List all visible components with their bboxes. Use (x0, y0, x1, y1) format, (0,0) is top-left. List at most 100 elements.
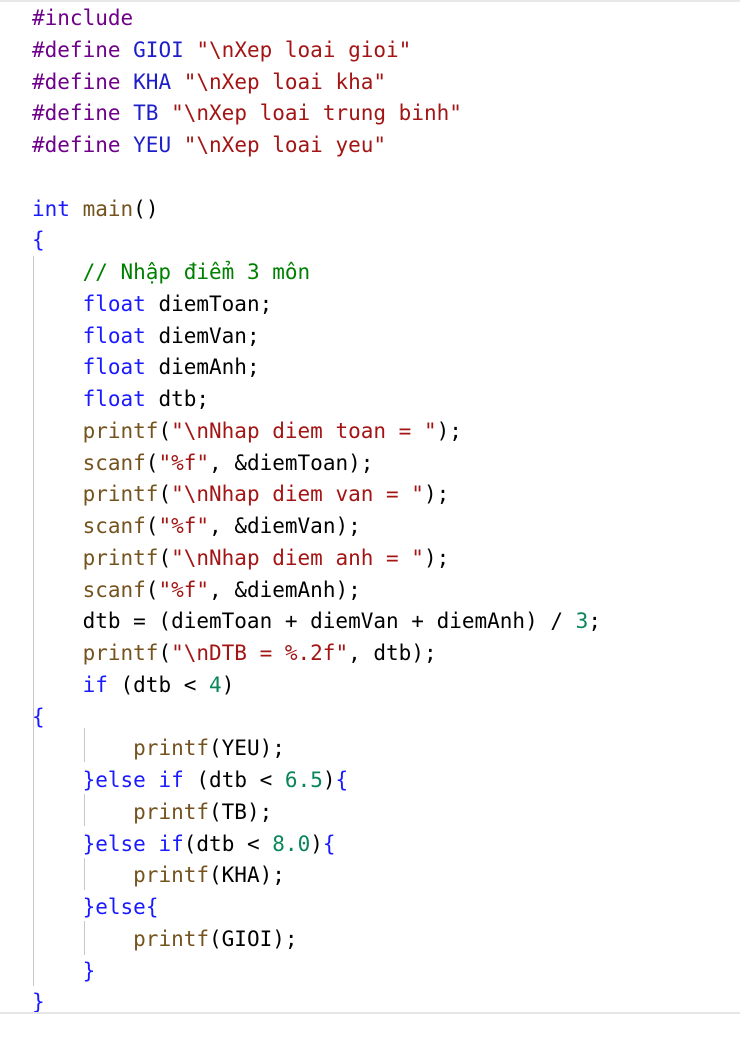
code-token-plain: (KHA); (209, 863, 285, 888)
code-token-plain (70, 197, 83, 221)
code-token-function: printf (133, 736, 210, 761)
code-token-brace: { (335, 768, 349, 792)
code-token-function: printf (82, 545, 159, 570)
indent-guide-main (33, 256, 34, 986)
code-token-function: printf (133, 799, 210, 824)
code-token-macro: GIOI (133, 37, 184, 62)
code-token-keyword: else (95, 768, 146, 792)
code-token-brace: } (82, 895, 96, 919)
code-token-string: "%f" (158, 514, 210, 538)
code-line[interactable]: printf("\nNhap diem toan = "); (32, 415, 462, 447)
code-token-plain (32, 546, 83, 570)
code-token-string: "\nXep loai kha" (183, 69, 387, 94)
code-line[interactable]: }else{ (32, 891, 159, 923)
indent-guide-else-if-kha (84, 858, 85, 890)
code-token-plain: (dtb < (107, 672, 210, 697)
code-line[interactable]: printf(YEU); (32, 732, 285, 764)
code-line[interactable]: scanf("%f", &diemVan); (32, 510, 361, 542)
code-token-plain (32, 641, 83, 665)
code-line[interactable]: } (32, 955, 96, 987)
code-line[interactable]: #define YEU "\nXep loai yeu" (32, 129, 386, 161)
code-token-plain (32, 578, 83, 602)
code-line[interactable]: }else if (dtb < 6.5){ (32, 764, 349, 796)
code-line[interactable]: float diemAnh; (32, 351, 260, 383)
code-token-macro: TB (133, 101, 159, 126)
code-token-plain: ( (158, 482, 172, 507)
code-line[interactable]: if (dtb < 4) (32, 669, 235, 701)
code-line[interactable]: float dtb; (32, 383, 209, 415)
code-line[interactable]: #define KHA "\nXep loai kha" (32, 66, 386, 98)
code-line[interactable]: #define TB "\nXep loai trung binh" (32, 97, 462, 129)
code-line[interactable]: int main() (32, 193, 158, 225)
code-token-plain (32, 927, 133, 951)
code-line[interactable]: #include (32, 2, 133, 34)
code-token-plain (32, 959, 83, 983)
code-token-plain: , &diemAnh); (209, 577, 361, 602)
code-token-function: scanf (82, 514, 146, 538)
code-token-plain: ) (310, 831, 323, 856)
code-token-plain (32, 514, 83, 538)
code-token-plain (32, 895, 83, 919)
code-token-plain: ); (423, 482, 450, 507)
code-token-plain: ( (158, 545, 172, 570)
code-token-plain: ( (158, 641, 172, 665)
code-token-plain (32, 768, 83, 792)
code-line[interactable]: scanf("%f", &diemAnh); (32, 574, 361, 606)
code-line[interactable]: }else if(dtb < 8.0){ (32, 828, 336, 860)
indent-guide-if-yeu (84, 728, 85, 762)
code-line[interactable]: printf(KHA); (32, 859, 285, 891)
code-line[interactable]: float diemToan; (32, 288, 273, 320)
code-line[interactable]: printf("\nNhap diem van = "); (32, 478, 450, 510)
code-token-preprocessor: #define (32, 37, 134, 62)
code-token-string: "\nXep loai gioi" (196, 37, 412, 62)
code-token-plain (32, 482, 83, 506)
code-token-plain (32, 324, 83, 348)
code-token-plain: ( (158, 418, 172, 443)
code-token-function: main (82, 196, 134, 221)
code-token-plain: (GIOI); (209, 926, 298, 951)
code-token-plain: (YEU); (209, 736, 285, 761)
code-token-keyword: int (32, 196, 70, 221)
code-line[interactable]: } (32, 986, 45, 1018)
code-line[interactable]: printf(GIOI); (32, 923, 298, 955)
code-token-keyword: float (82, 323, 146, 348)
code-line[interactable]: printf(TB); (32, 796, 272, 828)
code-token-plain: diemToan; (145, 291, 273, 316)
code-token-function: printf (82, 641, 159, 665)
code-token-function: printf (82, 482, 159, 507)
code-token-macro: YEU (133, 133, 172, 157)
code-line[interactable]: float diemVan; (32, 320, 260, 352)
code-token-keyword: float (82, 355, 146, 380)
code-token-comment: // Nhập điểm 3 môn (82, 260, 311, 284)
code-token-plain (158, 101, 171, 125)
code-token-plain (184, 38, 197, 62)
code-token-plain: , dtb); (348, 641, 437, 665)
code-token-plain (171, 133, 184, 157)
code-token-keyword: if (82, 672, 108, 697)
code-token-plain (32, 451, 83, 475)
code-line[interactable]: printf("\nDTB = %.2f", dtb); (32, 637, 437, 669)
code-token-plain (146, 768, 159, 792)
code-token-brace: } (82, 958, 96, 983)
code-line[interactable]: { (32, 224, 45, 256)
code-token-brace: { (32, 704, 45, 729)
code-token-brace: { (145, 895, 159, 919)
code-line[interactable]: scanf("%f", &diemToan); (32, 447, 374, 479)
indent-guide-else-gioi (84, 921, 85, 955)
code-line[interactable]: // Nhập điểm 3 môn (32, 256, 311, 288)
code-line[interactable]: { (32, 701, 45, 733)
code-line[interactable]: #define GIOI "\nXep loai gioi" (32, 34, 411, 66)
code-token-macro: KHA (133, 69, 172, 94)
code-line[interactable]: dtb = (diemToan + diemVan + diemAnh) / 3… (32, 605, 601, 637)
code-token-plain (32, 863, 133, 887)
code-token-function: scanf (82, 450, 146, 475)
code-token-plain: diemVan; (145, 323, 260, 348)
code-token-plain (32, 292, 83, 316)
code-line[interactable]: printf("\nNhap diem anh = "); (32, 542, 450, 574)
code-token-number: 4 (209, 672, 222, 697)
code-token-plain: , &diemToan); (209, 450, 374, 475)
code-token-keyword: else (95, 895, 146, 919)
code-token-plain: ( (145, 514, 159, 538)
code-token-plain: ); (423, 545, 450, 570)
